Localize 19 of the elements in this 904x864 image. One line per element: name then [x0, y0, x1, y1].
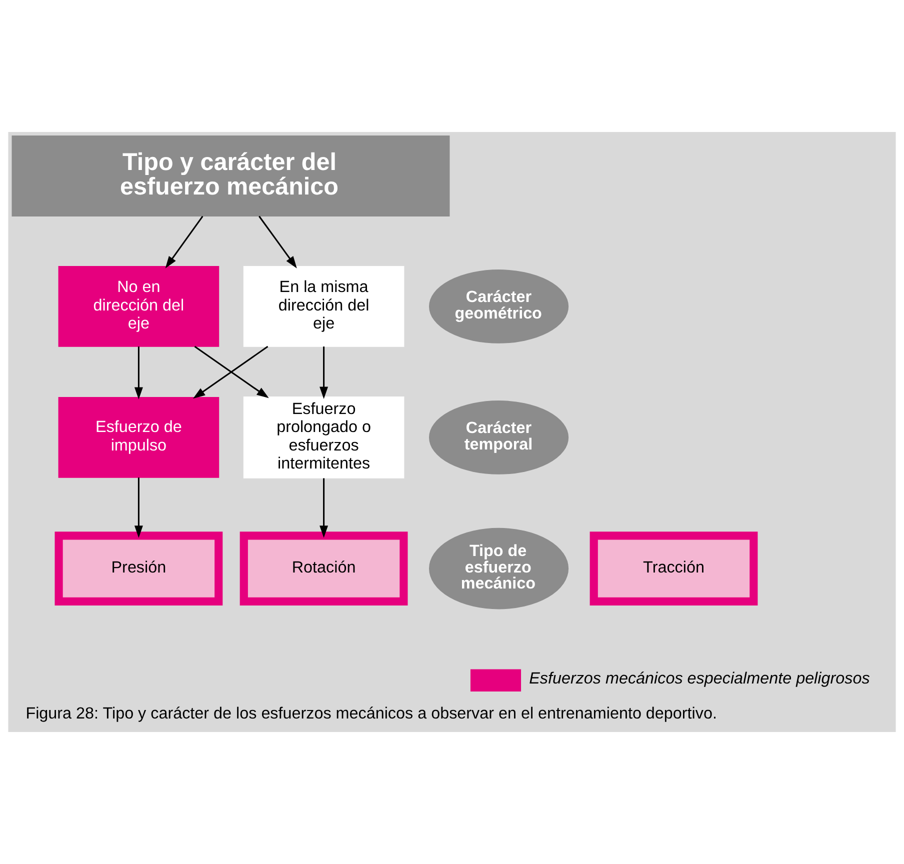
arrow — [320, 346, 328, 399]
node-box: Esfuerzo de impulso — [58, 397, 220, 478]
node-ellipse: Carácter temporal — [429, 400, 569, 474]
arrow — [134, 478, 143, 538]
node-ellipse: Tipo de esfuerzo mecánico — [429, 528, 569, 610]
caption: Figura 28: Tipo y carácter de los esfuerzos mecánicos a observar en el entrenamiento deportivo. — [26, 704, 717, 723]
arrow — [258, 216, 297, 268]
arrow — [320, 478, 328, 538]
node-box: Tipo y carácter del esfuerzo mecánico — [12, 136, 450, 216]
node-box: Tracción — [590, 532, 758, 606]
node-box: Esfuerzo prolongado o esfuerzos intermitentes — [243, 396, 404, 478]
node-box: En la misma dirección del eje — [243, 266, 404, 347]
node-box: Presión — [54, 532, 223, 606]
legend-label: Esfuerzos mecánicos especialmente peligrosos — [529, 669, 870, 688]
node-box: Rotación — [240, 532, 408, 606]
node-ellipse: Carácter geométrico — [429, 270, 569, 344]
arrow — [165, 216, 204, 268]
node-box: No en dirección del eje — [58, 266, 220, 347]
arrow — [134, 346, 143, 400]
